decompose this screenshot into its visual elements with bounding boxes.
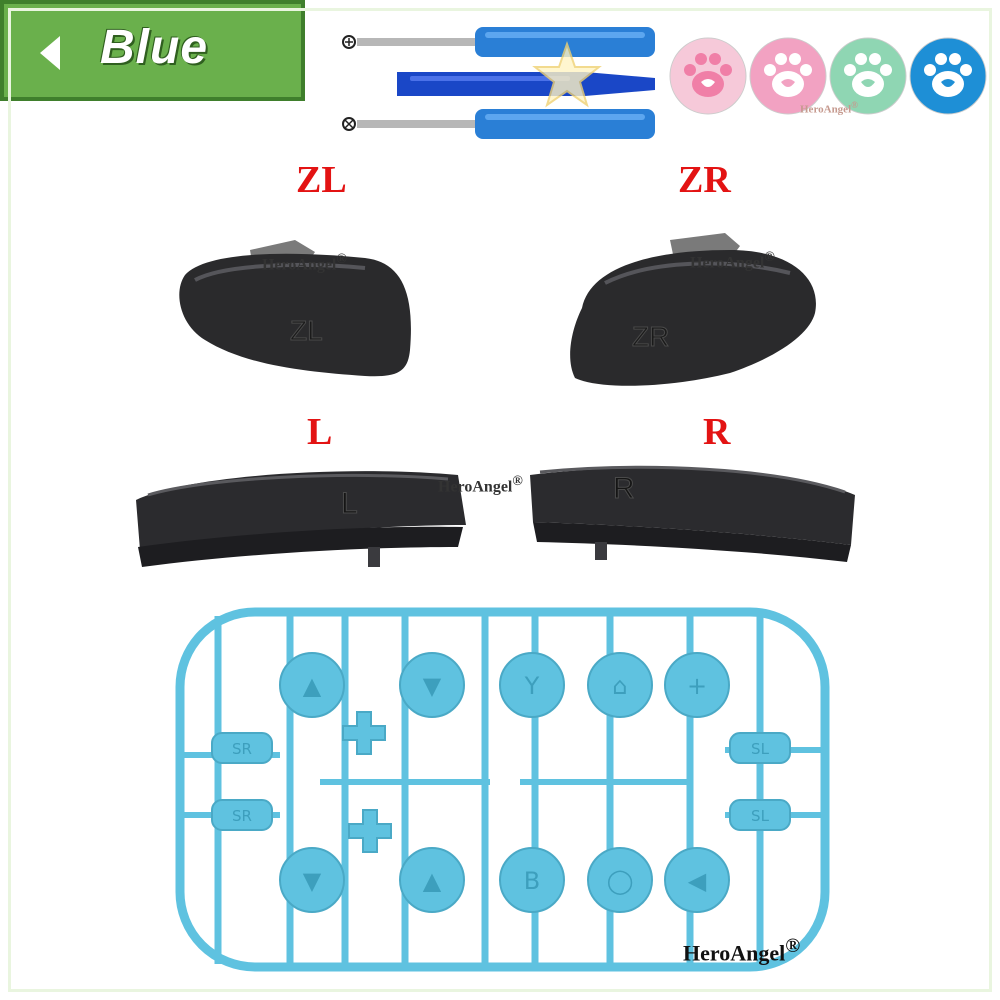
face-button: ◯ — [587, 847, 653, 913]
paw-thumb-cap-icon — [829, 37, 907, 115]
dpad-piece — [342, 711, 386, 755]
paw-thumb-cap-icon — [909, 37, 987, 115]
face-button-label: + — [687, 672, 707, 700]
label-zr: ZR — [678, 159, 731, 201]
sl-rail-label: SL — [751, 740, 770, 758]
color-label: Blue — [100, 21, 209, 74]
face-button: ▲ — [399, 847, 465, 913]
face-button-label: ▼ — [303, 867, 322, 895]
face-button-label: ◯ — [607, 867, 634, 895]
paw-thumb-cap-icon — [749, 37, 827, 115]
sr-rail-label: SR — [232, 807, 252, 825]
button-sprue: ▲ ▼ Y ⌂ + ▼ ▲ B ◯ ◀ SR SR SL SL — [175, 607, 830, 972]
face-button-label: ▼ — [423, 672, 442, 700]
sr-rail-label: SR — [232, 740, 252, 758]
face-button-label: ▲ — [303, 672, 322, 700]
star-logo-icon — [532, 40, 602, 108]
r-emboss: R — [613, 472, 635, 505]
face-button: ⌂ — [587, 652, 653, 718]
watermark-center: HeroAngel® — [438, 474, 523, 496]
badge-border — [8, 8, 992, 992]
arrow-left-icon — [40, 36, 60, 70]
watermark-zr: HeroAngel® — [690, 250, 775, 272]
tri-wing-screwdriver — [342, 27, 655, 57]
l-bumper: L — [136, 471, 466, 567]
sprue-frame — [175, 607, 830, 972]
label-r: R — [703, 411, 731, 453]
paw-thumb-cap-icon — [669, 37, 747, 115]
face-button: B — [499, 847, 565, 913]
phillips-screwdriver — [342, 109, 655, 139]
dpad-piece — [348, 809, 392, 853]
l-emboss: L — [341, 487, 358, 520]
watermark-faint: HeroAngel® — [800, 100, 858, 116]
sr-rail-button: SR — [211, 799, 273, 831]
face-button: ▼ — [279, 847, 345, 913]
watermark-zl: HeroAngel® — [262, 252, 347, 274]
tool-set — [342, 27, 655, 139]
face-button-label: B — [524, 867, 540, 895]
face-button: ◀ — [664, 847, 730, 913]
pry-tool — [397, 72, 655, 96]
r-bumper: R — [530, 465, 855, 562]
zl-emboss: ZL — [290, 315, 323, 346]
zl-trigger: ZL — [179, 240, 411, 377]
face-button: ▲ — [279, 652, 345, 718]
face-button-label: ⌂ — [612, 672, 627, 700]
zr-emboss: ZR — [632, 321, 669, 352]
sl-rail-button: SL — [729, 799, 791, 831]
sl-rail-button: SL — [729, 732, 791, 764]
label-zl: ZL — [296, 159, 347, 201]
zr-trigger: ZR — [570, 233, 816, 386]
face-button-label: ▲ — [423, 867, 442, 895]
face-button: Y — [499, 652, 565, 718]
face-button: + — [664, 652, 730, 718]
face-button-label: ◀ — [688, 867, 707, 895]
sr-rail-button: SR — [211, 732, 273, 764]
watermark-bottom: HeroAngel® — [683, 935, 801, 966]
label-l: L — [307, 411, 333, 453]
sl-rail-label: SL — [751, 807, 770, 825]
face-button: ▼ — [399, 652, 465, 718]
face-button-label: Y — [524, 672, 540, 700]
thumbstick-caps — [669, 37, 987, 115]
